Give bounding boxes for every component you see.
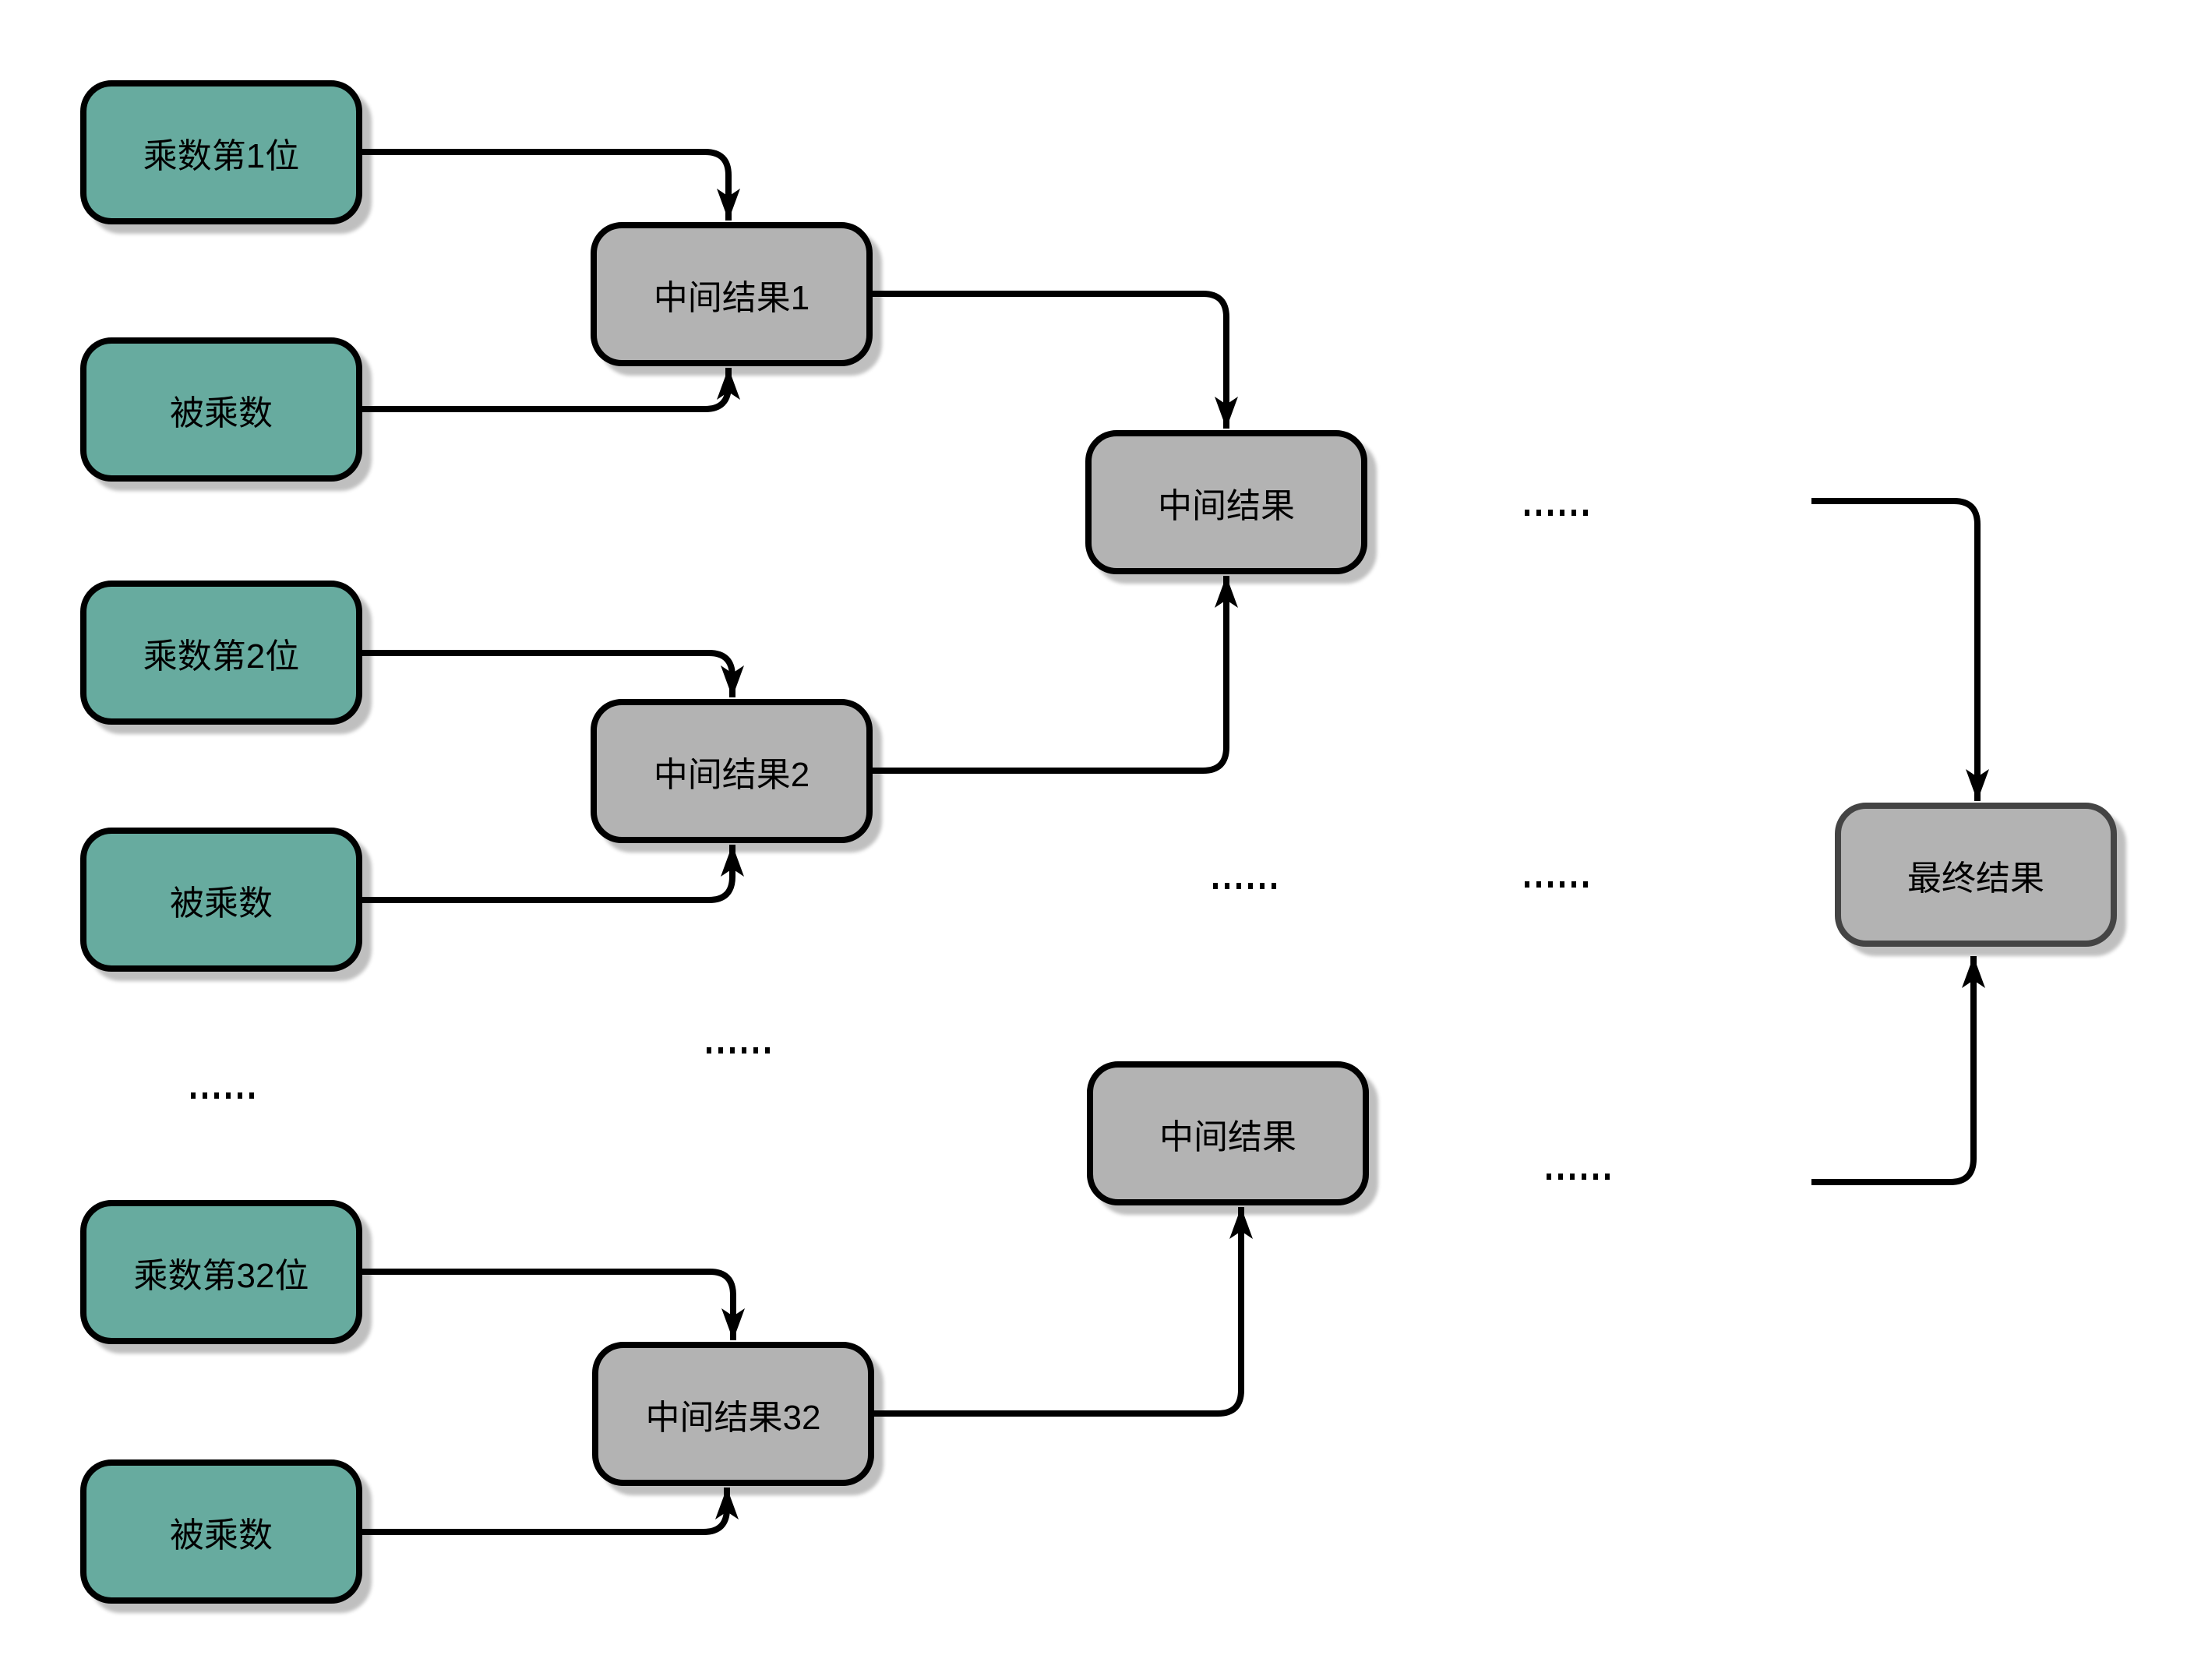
ellipsis-lower-right xyxy=(1547,1174,1610,1180)
node-intermediate-result-2: 中间结果2 xyxy=(591,699,873,843)
edge-multiplicand-a-to-intermediate1 xyxy=(362,368,740,412)
edge-ellipsis-to-final-top xyxy=(1811,498,1989,801)
edge-multiplicand-b-to-intermediate2 xyxy=(362,845,744,903)
node-multiplier-bit-32: 乘数第32位 xyxy=(80,1200,362,1344)
node-multiplicand-2: 被乘数 xyxy=(80,828,362,972)
node-multiplicand-32: 被乘数 xyxy=(80,1459,362,1604)
ellipsis-mid-right xyxy=(1525,881,1588,888)
node-multiplier-bit-1: 乘数第1位 xyxy=(80,80,362,224)
ellipsis-column1 xyxy=(191,1092,254,1099)
node-intermediate-result-upper: 中间结果 xyxy=(1085,430,1367,574)
edge-intermediate1-to-upper-merge xyxy=(873,291,1238,429)
node-multiplier-bit-2: 乘数第2位 xyxy=(80,581,362,725)
node-multiplicand-1: 被乘数 xyxy=(80,337,362,482)
node-intermediate-result-32: 中间结果32 xyxy=(592,1342,874,1486)
edge-ellipsis-to-final-bottom xyxy=(1811,956,1985,1185)
ellipsis-mid-left xyxy=(1213,883,1276,889)
edge-multiplier-bit32-to-intermediate32 xyxy=(362,1269,745,1340)
edge-intermediate2-to-upper-merge xyxy=(873,576,1238,774)
ellipsis-right-of-upper-merge xyxy=(1525,510,1588,516)
edge-multiplier-bit2-to-intermediate2 xyxy=(362,650,744,697)
ellipsis-column2 xyxy=(707,1047,770,1054)
edge-multiplier-bit1-to-intermediate1 xyxy=(362,149,740,221)
node-final-result: 最终结果 xyxy=(1835,803,2117,947)
edge-intermediate32-to-lower-merge xyxy=(874,1207,1253,1417)
edge-multiplicand-c-to-intermediate32 xyxy=(362,1488,739,1535)
node-intermediate-result-1: 中间结果1 xyxy=(591,222,873,366)
node-intermediate-result-lower: 中间结果 xyxy=(1087,1061,1369,1205)
